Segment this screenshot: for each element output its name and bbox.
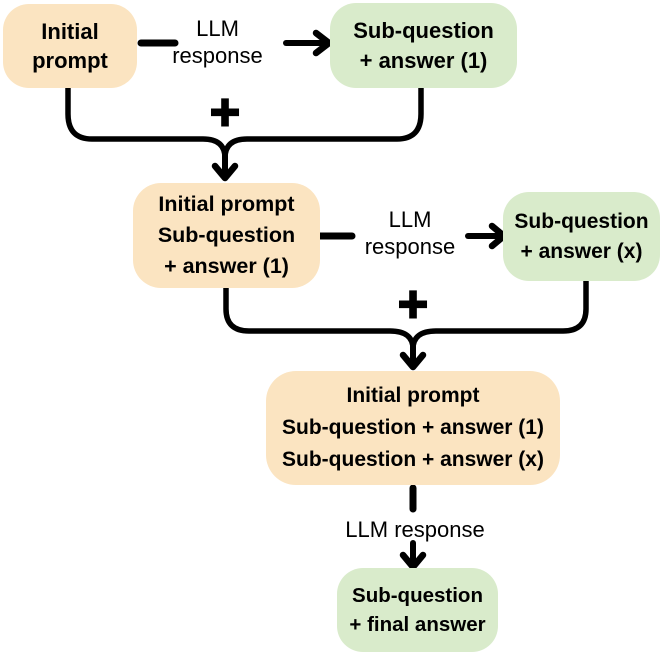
edge-label-line: response — [172, 43, 263, 68]
node-text-line: prompt — [32, 48, 108, 73]
edge-label-llm-response-1: LLM response — [150, 15, 285, 69]
node-text-line: + answer (x) — [520, 239, 643, 263]
node-sub-question-answer-x: Sub-question + answer (x) — [503, 192, 660, 281]
arrow-right-1-head-icon — [312, 29, 333, 57]
node-text-line: + final answer — [349, 613, 486, 636]
arrow-down-2-head-icon — [399, 351, 427, 371]
node-text-line: Initial prompt — [346, 384, 480, 407]
node-text-line: Initial prompt — [158, 192, 295, 216]
node-text-line: Sub-question — [514, 209, 649, 233]
edge-label-line: response — [364, 234, 456, 259]
node-context-final: Initial prompt Sub-question + answer (1)… — [266, 371, 560, 485]
node-text-line: Sub-question + answer (x) — [282, 448, 544, 471]
node-text-line: Sub-question — [353, 17, 494, 43]
merge-1-right-curve — [222, 85, 424, 161]
merge-2-left-curve — [223, 285, 416, 352]
node-sub-question-final-answer: Sub-question + final answer — [337, 568, 498, 652]
edge-label-line: LLM — [196, 16, 239, 41]
edge-label-llm-response-3: LLM response — [325, 516, 505, 543]
node-text-line: + answer (1) — [359, 47, 488, 73]
arrow-down-1-head-icon — [211, 162, 239, 182]
plus-operator-2-icon: + — [395, 281, 432, 327]
edge-label-llm-response-2: LLM response — [345, 206, 475, 260]
node-text-line: Sub-question — [352, 584, 483, 607]
arrow-down-3-head-icon — [399, 551, 427, 571]
edge-label-line: LLM — [388, 207, 432, 232]
node-sub-question-answer-1: Sub-question + answer (1) — [330, 3, 517, 88]
node-text-line: Initial — [41, 19, 99, 44]
node-text-line: Sub-question — [157, 223, 296, 247]
node-initial-prompt: Initial prompt — [3, 4, 137, 88]
node-text-line: + answer (1) — [164, 254, 289, 278]
edge-label-line: LLM response — [345, 517, 485, 542]
merge-2-right-curve — [410, 278, 589, 352]
node-text-line: Sub-question + answer (1) — [282, 416, 544, 439]
merge-1-left-curve — [65, 85, 228, 161]
plus-operator-1-icon: + — [207, 89, 244, 135]
node-context-iteration-2: Initial prompt Sub-question + answer (1) — [133, 183, 320, 288]
